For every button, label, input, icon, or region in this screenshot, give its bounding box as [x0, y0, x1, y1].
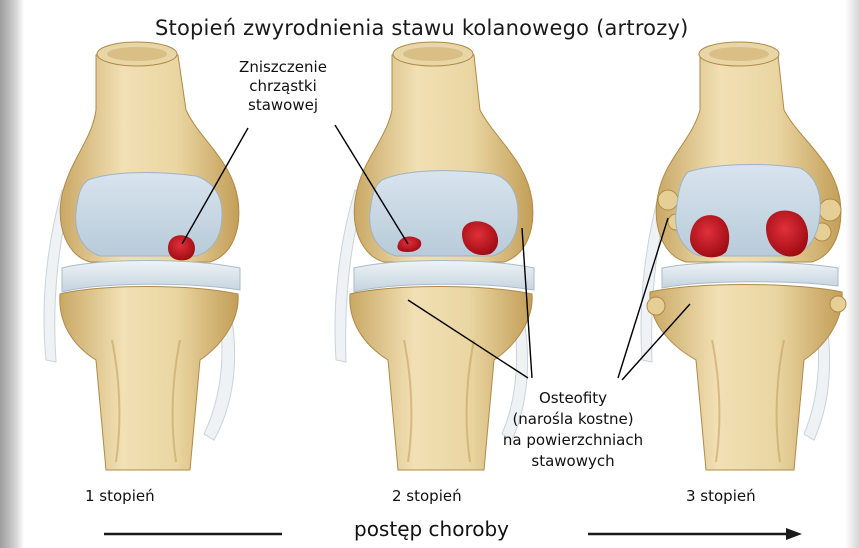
callout-osteophytes-line-4: stawowych — [478, 451, 668, 472]
progress-label: postęp choroby — [354, 517, 509, 541]
stage-label-1: 1 stopień — [85, 487, 155, 505]
callout-cartilage: Zniszczenie chrząstki stawowej — [218, 58, 348, 115]
callout-osteophytes-line-1: Osteofity — [478, 388, 668, 409]
callout-osteophytes-line-2: (narośla kostne) — [478, 409, 668, 430]
callout-osteophytes-line-3: na powierzchniach — [478, 430, 668, 451]
stage-label-3: 3 stopień — [686, 487, 756, 505]
diagram-title: Stopień zwyrodnienia stawu kolanowego (a… — [155, 16, 688, 40]
callout-cartilage-line-2: chrząstki — [218, 77, 348, 96]
arrow-head-icon — [786, 528, 802, 540]
callout-cartilage-line-1: Zniszczenie — [218, 58, 348, 77]
stage-label-2: 2 stopień — [392, 487, 462, 505]
callout-cartilage-line-3: stawowej — [218, 96, 348, 115]
knee-stage-1 — [44, 42, 240, 470]
knee-stage-3 — [641, 42, 846, 470]
callout-osteophytes: Osteofity (narośla kostne) na powierzchn… — [478, 388, 668, 472]
